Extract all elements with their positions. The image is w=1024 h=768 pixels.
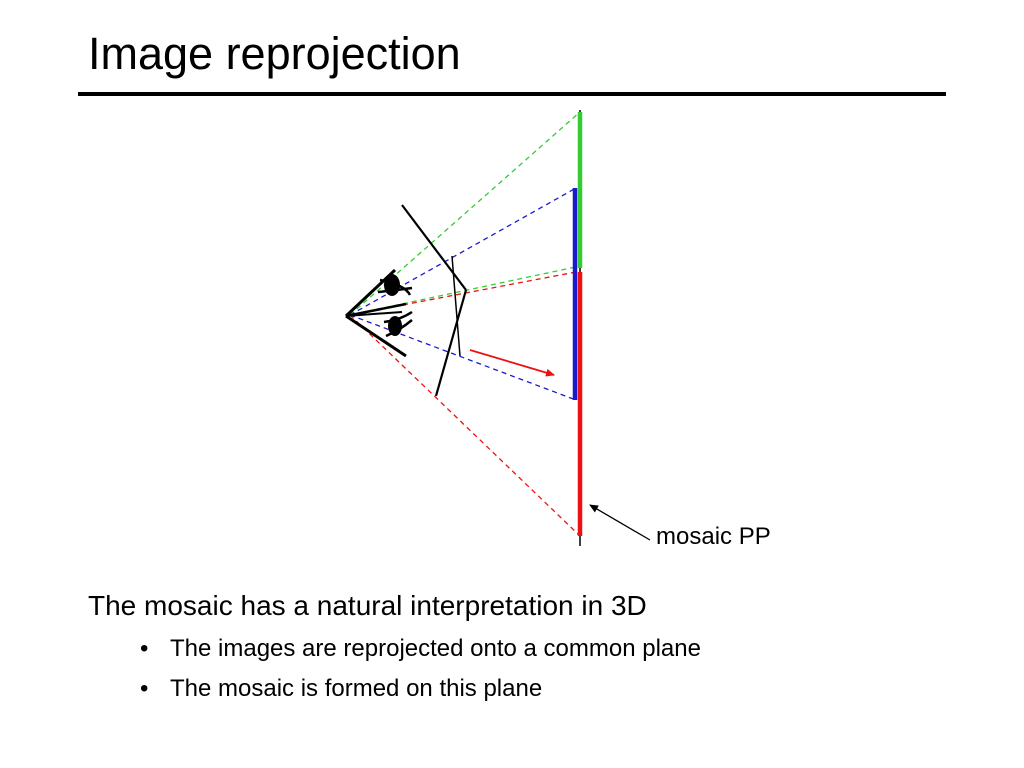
bullet-item: • The images are reprojected onto a comm… — [140, 629, 701, 669]
body-main-point: The mosaic has a natural interpretation … — [88, 590, 647, 621]
title-underline — [78, 92, 946, 96]
image-planes — [401, 204, 468, 397]
mosaic-plane — [572, 110, 583, 546]
image-plane-tick — [451, 255, 461, 357]
callout-pointer — [589, 504, 651, 541]
bullet-dot: • — [140, 675, 149, 702]
blue-ray-top — [349, 187, 577, 316]
green-ray-top — [349, 111, 581, 316]
image-plane-1 — [401, 204, 467, 291]
mosaic-pp-label: mosaic PP — [656, 523, 771, 550]
bullet-dot: • — [140, 635, 149, 662]
slide-title: Image reprojection — [88, 28, 461, 79]
eye-icon — [344, 268, 413, 358]
image-plane-2 — [434, 289, 468, 397]
bullet-item: • The mosaic is formed on this plane — [140, 669, 701, 709]
reprojection-arrow — [469, 349, 555, 377]
projection-rays — [349, 111, 581, 537]
bullet-list: • The images are reprojected onto a comm… — [88, 629, 701, 709]
blue-ray-bottom — [349, 314, 577, 401]
red-ray-bottom — [349, 314, 581, 537]
bullet-text: The mosaic is formed on this plane — [170, 675, 543, 702]
bullet-text: The images are reprojected onto a common… — [170, 635, 701, 662]
body-text: The mosaic has a natural interpretation … — [88, 589, 701, 709]
